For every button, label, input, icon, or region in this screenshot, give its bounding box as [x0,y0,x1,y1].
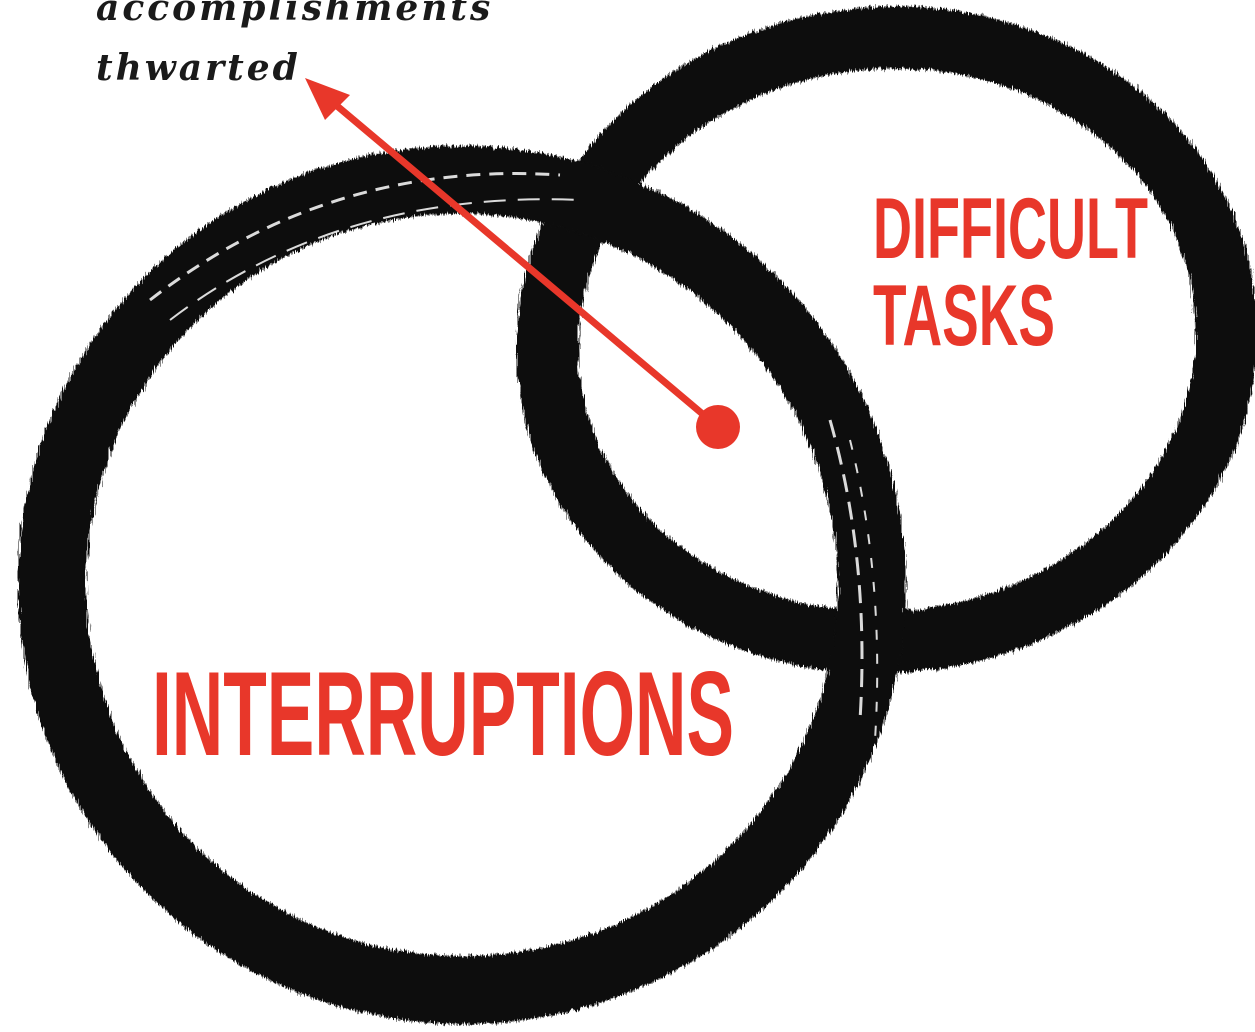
brush-texture [149,172,879,741]
arrow-head [305,78,350,120]
arrow [305,78,740,449]
arrow-dot [696,405,740,449]
annotation-line-1: accomplishments [96,0,493,29]
tasks-label: TASKS [873,268,1055,364]
annotation-line-2: thwarted [96,47,301,89]
right-circle [516,6,1255,674]
interruptions-label: INTERRUPTIONS [152,647,734,781]
difficult-label: DIFFICULT [873,181,1148,277]
arrow-line [327,97,721,430]
left-circle [18,145,906,1025]
